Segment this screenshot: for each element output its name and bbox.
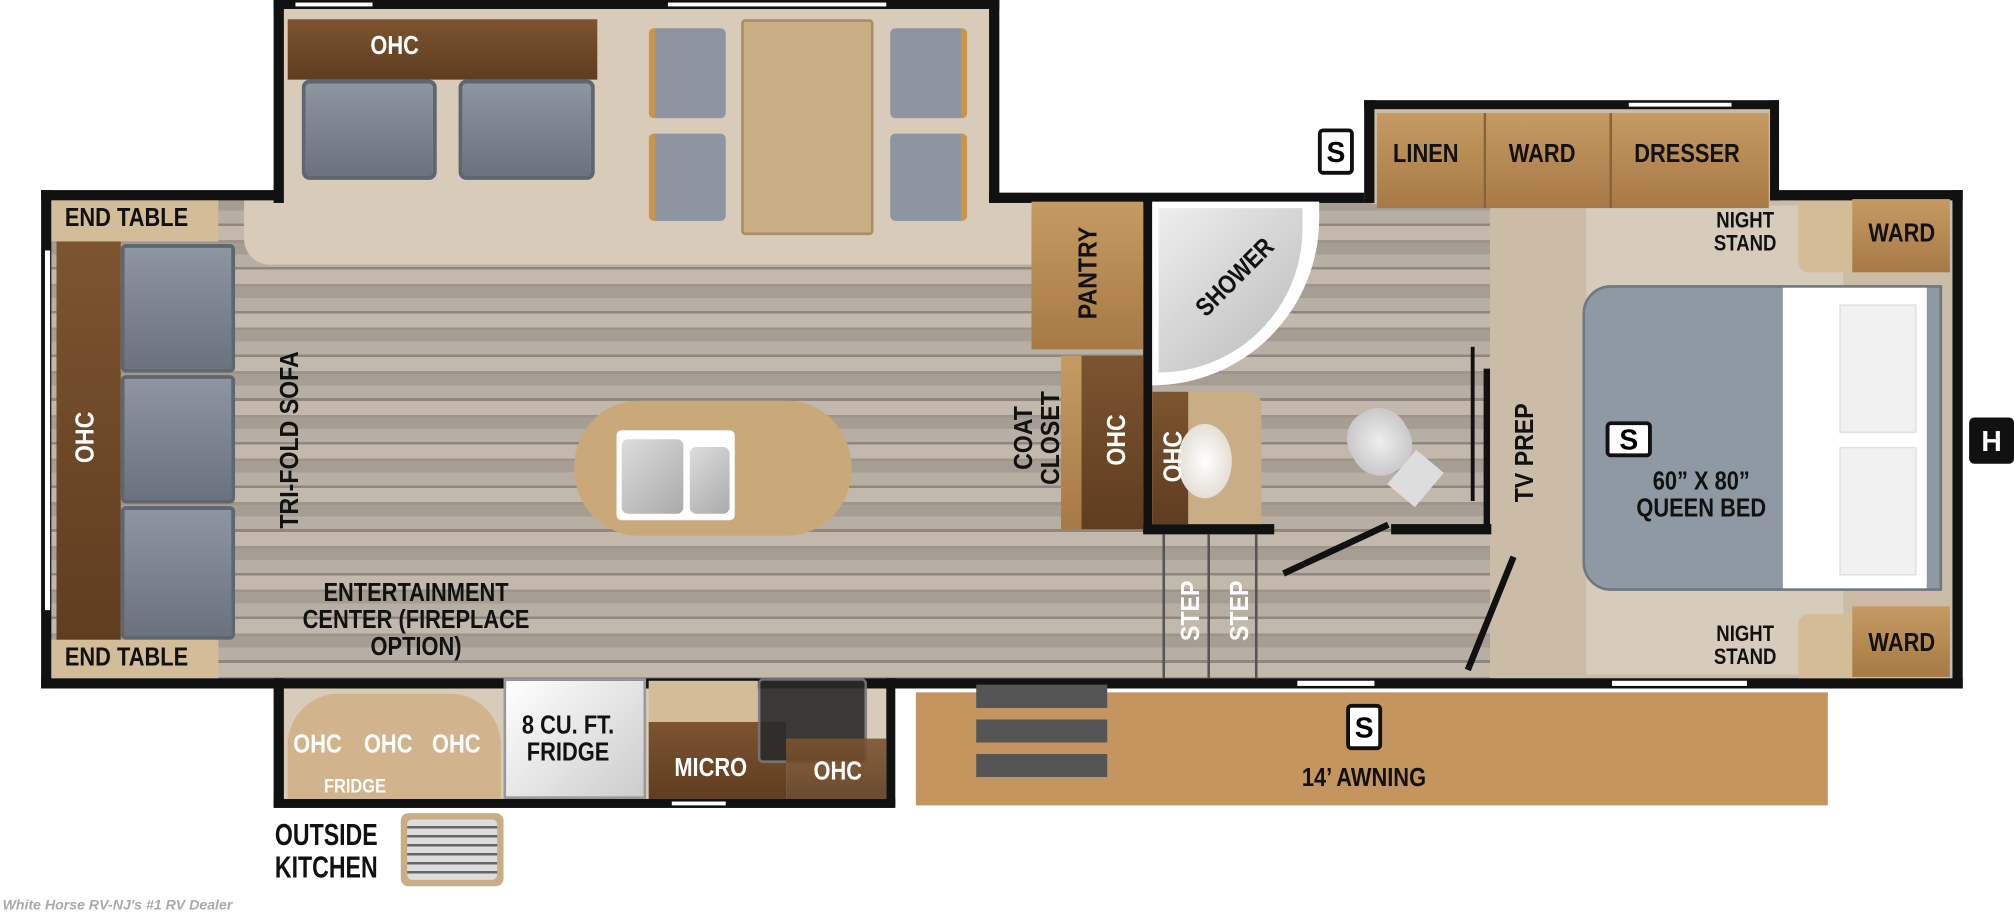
watermark: White Horse RV-NJ's #1 RV Dealer	[2, 897, 233, 914]
ward-top	[1852, 199, 1950, 273]
step-label: STEP	[1226, 580, 1255, 641]
ohc-label: OHC	[293, 730, 342, 760]
end-table-bottom	[51, 639, 219, 679]
ohc-sofa	[56, 241, 121, 640]
ward-label: WARD	[1508, 140, 1576, 169]
dining-table	[741, 19, 874, 236]
sink-basin	[689, 447, 730, 514]
ward-top-label: WARD	[1868, 219, 1936, 248]
ohc-sofa-label: OHC	[71, 411, 100, 464]
tv-prep-label: TV PREP	[1510, 403, 1540, 503]
outside-kitchen-grill	[400, 813, 504, 887]
night-stand-bottom	[1798, 613, 1857, 679]
slide-marker: S	[1605, 421, 1652, 458]
dresser	[1609, 113, 1769, 209]
fridge	[503, 678, 647, 799]
fridge-small	[287, 693, 501, 799]
dining-chair	[890, 28, 968, 119]
ohc-vanity-label: OHC	[1159, 430, 1188, 483]
dining-chair	[890, 133, 968, 221]
sink-basin	[621, 439, 684, 514]
ohc-label: OHC	[432, 730, 481, 760]
sofa-cushion	[120, 506, 236, 640]
coat-closet-label: COAT CLOSET	[1010, 391, 1066, 485]
end-table-top-label: END TABLE	[64, 204, 189, 233]
end-table-top	[51, 200, 219, 242]
night-stand-bottom-label: NIGHT STAND	[1713, 621, 1777, 670]
wardrobe	[1483, 113, 1610, 209]
ward-bottom	[1852, 606, 1950, 677]
awning-label: 14’ AWNING	[1301, 764, 1427, 793]
ohc-label: OHC	[363, 730, 413, 760]
vanity-sink	[1177, 423, 1232, 499]
pantry-label: PANTRY	[1074, 226, 1103, 320]
pillow	[1839, 304, 1917, 433]
sofa-cushion	[120, 244, 236, 373]
hitch-marker: H	[1969, 417, 2014, 464]
entertainment-center-label: ENTERTAINMENT CENTER (FIREPLACE OPTION)	[302, 579, 530, 662]
dresser-label: DRESSER	[1634, 140, 1740, 169]
step-label: STEP	[1177, 580, 1206, 641]
end-table-bottom-label: END TABLE	[64, 643, 189, 672]
coat-closet	[1060, 355, 1085, 530]
outside-kitchen-label: OUTSIDE KITCHEN	[274, 818, 378, 886]
tri-fold-sofa-label: TRI-FOLD SOFA	[276, 351, 305, 529]
pantry	[1031, 201, 1144, 350]
dining-chair	[648, 133, 726, 221]
linen-label: LINEN	[1393, 140, 1459, 169]
ohc-top	[287, 19, 598, 80]
ohc-closet	[1081, 355, 1144, 530]
pillow	[1839, 447, 1917, 576]
sofa-cushion	[120, 375, 236, 504]
dining-chair	[648, 28, 726, 119]
micro-label: MICRO	[674, 754, 748, 783]
recliner-left	[301, 79, 437, 180]
ward-bottom-label: WARD	[1868, 629, 1936, 658]
ohc-closet-label: OHC	[1103, 414, 1132, 466]
fridge-label: 8 CU. FT. FRIDGE	[521, 711, 615, 767]
ohc-stove-label: OHC	[813, 757, 863, 787]
entry-steps	[976, 684, 1108, 788]
ohc-top-label: OHC	[370, 32, 419, 61]
ohc-stove	[786, 738, 887, 799]
fridge-small-label: FRIDGE	[324, 775, 386, 798]
queen-bed-label: 60” X 80” QUEEN BED	[1636, 467, 1767, 523]
linen-cabinet	[1376, 113, 1484, 209]
night-stand-top	[1798, 201, 1857, 273]
slide-marker: S	[1346, 703, 1383, 751]
slide-marker: S	[1317, 128, 1354, 175]
night-stand-top-label: NIGHT STAND	[1713, 208, 1777, 256]
recliner-right	[458, 79, 595, 180]
